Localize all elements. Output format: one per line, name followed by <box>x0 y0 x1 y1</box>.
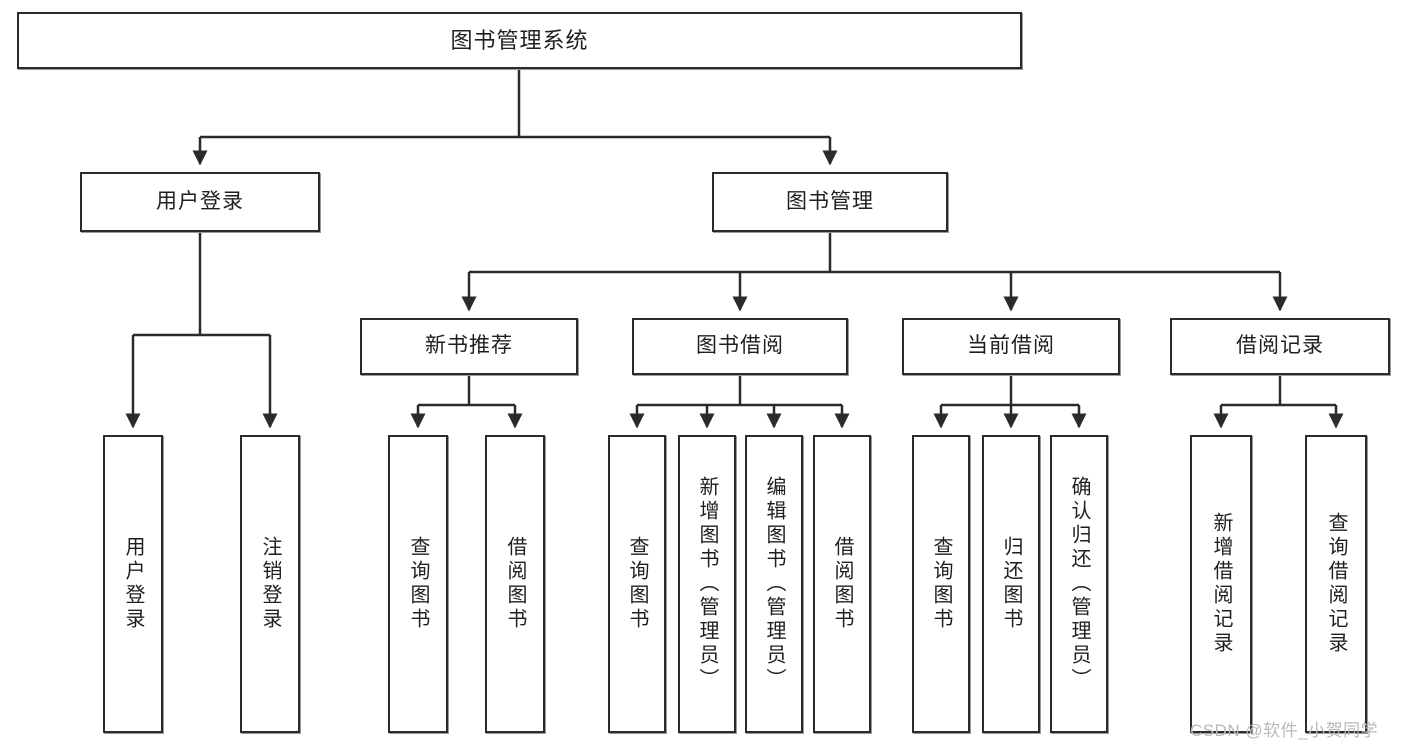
node-leaf-query-borrow-record[interactable]: 查询借阅记录 <box>1305 435 1367 733</box>
node-label: 图书管理系统 <box>450 27 589 53</box>
node-leaf-logout-login[interactable]: 注销登录 <box>240 435 300 733</box>
node-label: 查询图书 <box>626 536 648 632</box>
node-label: 用户登录 <box>122 536 144 632</box>
node-leaf-edit-book-admin[interactable]: 编辑图书（管理员） <box>745 435 803 733</box>
node-label: 新书推荐 <box>425 334 513 358</box>
node-label: 借阅图书 <box>504 536 526 632</box>
node-leaf-query-book-current[interactable]: 查询图书 <box>912 435 970 733</box>
node-label: 用户登录 <box>156 189 244 213</box>
node-level2-book-management[interactable]: 图书管理 <box>712 172 948 232</box>
node-label: 借阅记录 <box>1236 334 1324 358</box>
node-label: 归还图书 <box>1000 536 1022 632</box>
node-leaf-add-book-admin[interactable]: 新增图书（管理员） <box>678 435 736 733</box>
node-level2-user-login[interactable]: 用户登录 <box>80 172 320 232</box>
node-root[interactable]: 图书管理系统 <box>17 12 1022 69</box>
node-leaf-borrow-book[interactable]: 借阅图书 <box>813 435 871 733</box>
node-label: 当前借阅 <box>967 334 1055 358</box>
node-label: 图书管理 <box>786 189 874 213</box>
node-leaf-add-borrow-record[interactable]: 新增借阅记录 <box>1190 435 1252 733</box>
node-label: 图书借阅 <box>696 334 784 358</box>
node-leaf-query-book-recommend[interactable]: 查询图书 <box>388 435 448 733</box>
node-level3-current-borrow[interactable]: 当前借阅 <box>902 318 1120 375</box>
node-label: 查询借阅记录 <box>1325 512 1347 656</box>
node-leaf-return-book[interactable]: 归还图书 <box>982 435 1040 733</box>
node-leaf-query-book-borrow[interactable]: 查询图书 <box>608 435 666 733</box>
node-label: 借阅图书 <box>831 536 853 632</box>
node-level3-book-borrow[interactable]: 图书借阅 <box>632 318 848 375</box>
node-label: 新增图书（管理员） <box>696 476 718 692</box>
node-leaf-user-login[interactable]: 用户登录 <box>103 435 163 733</box>
node-label: 确认归还（管理员） <box>1068 476 1090 692</box>
node-level3-borrow-record[interactable]: 借阅记录 <box>1170 318 1390 375</box>
node-label: 查询图书 <box>930 536 952 632</box>
node-label: 新增借阅记录 <box>1210 512 1232 656</box>
node-leaf-borrow-book-recommend[interactable]: 借阅图书 <box>485 435 545 733</box>
node-label: 编辑图书（管理员） <box>763 476 785 692</box>
node-leaf-confirm-return-admin[interactable]: 确认归还（管理员） <box>1050 435 1108 733</box>
node-level3-new-book-recommend[interactable]: 新书推荐 <box>360 318 578 375</box>
node-label: 查询图书 <box>407 536 429 632</box>
csdn-watermark: CSDN @软件_小贺同学 <box>1190 721 1379 740</box>
node-label: 注销登录 <box>259 536 281 632</box>
